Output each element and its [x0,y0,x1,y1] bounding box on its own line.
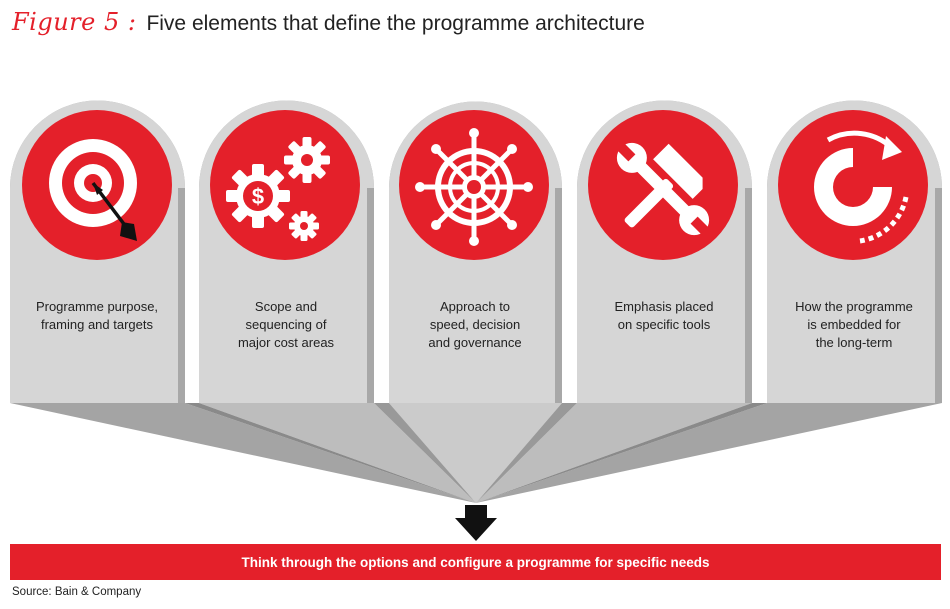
cycle-arrow-icon [814,130,909,244]
card-1 [10,100,185,404]
element-4-label: Emphasis placed on specific tools [614,299,714,332]
funnel-gap-4 [476,403,767,503]
figure-header: Figure 5 : Five elements that define the… [12,8,645,42]
funnel-gap-3 [476,403,577,503]
conclusion-banner: Think through the options and configure … [10,544,941,580]
gears-dollar-icon: $ [226,137,330,241]
element-5-label: How the programme is embedded for the lo… [795,299,913,350]
card-2-badge [210,110,360,260]
svg-text:$: $ [252,184,264,209]
funnel-segment-3 [389,403,562,503]
banner-text: Think through the options and configure … [241,554,710,570]
element-1-label: Programme purpose, framing and targets [35,299,159,332]
card-3 [389,101,562,403]
target-icon [49,139,137,241]
funnel-gap-1 [185,403,476,503]
element-3-label: Approach to speed, decision and governan… [428,299,522,350]
card-4 [577,100,752,404]
funnel-segment-1 [10,403,476,503]
funnel [10,403,942,503]
figure-label: Figure 5 : [12,8,137,36]
hammer-wrench-icon [614,140,712,238]
figure-title: Five elements that define the programme … [146,12,645,35]
funnel-segment-5 [476,403,942,503]
card-5 [767,100,943,404]
down-arrow-icon [455,505,497,541]
source-note: Source: Bain & Company [12,586,142,598]
card-2 [199,100,374,404]
element-2-label: Scope and sequencing of major cost areas [237,299,335,350]
ship-wheel-icon [415,128,533,246]
funnel-gap-2 [374,403,476,503]
